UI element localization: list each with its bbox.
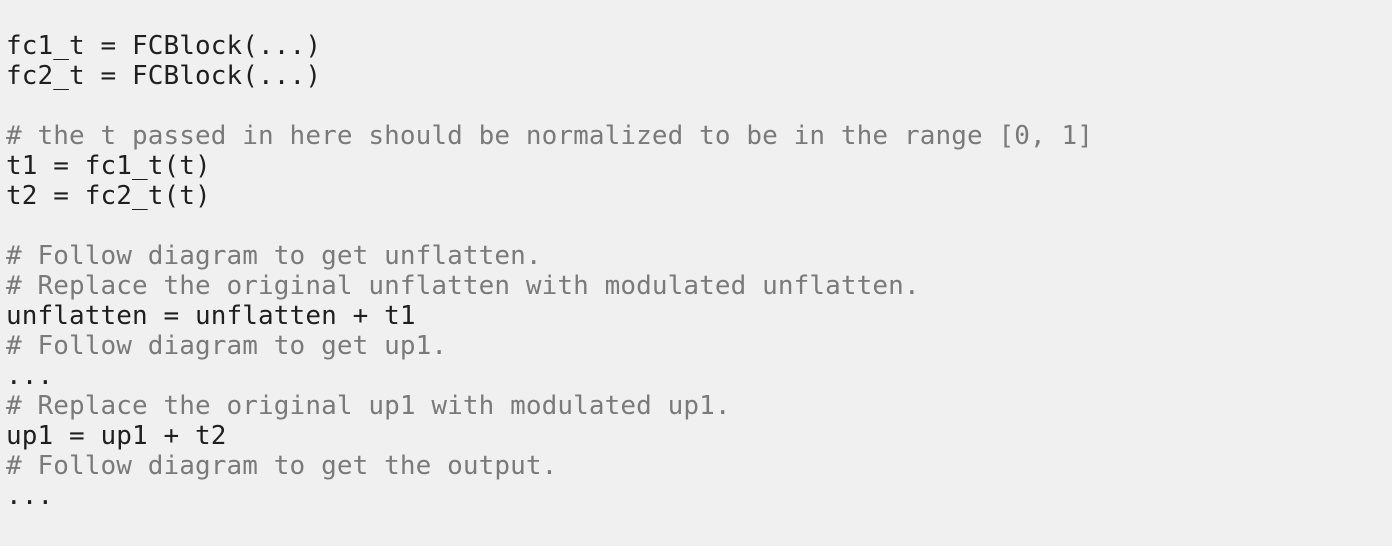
code-line-up1: up1 = up1 + t2 (6, 421, 227, 451)
code-line-fc1-t: fc1_t = FCBlock(...) (6, 31, 322, 61)
code-line-ellipsis: ... (6, 481, 54, 511)
code-line-fc2-t: fc2_t = FCBlock(...) (6, 61, 322, 91)
code-comment-get-output: # Follow diagram to get the output. (6, 451, 558, 481)
code-line-t1: t1 = fc1_t(t) (6, 151, 211, 181)
code-comment-normalize-t: # the t passed in here should be normali… (6, 121, 1093, 151)
code-line-unflatten: unflatten = unflatten + t1 (6, 301, 416, 331)
code-comment-replace-up1: # Replace the original up1 with modulate… (6, 391, 731, 421)
code-blank-line (6, 91, 1392, 121)
code-line-ellipsis: ... (6, 361, 54, 391)
code-comment-replace-unflatten: # Replace the original unflatten with mo… (6, 271, 920, 301)
code-blank-line (6, 211, 1392, 241)
code-line-t2: t2 = fc2_t(t) (6, 181, 211, 211)
code-comment-get-up1: # Follow diagram to get up1. (6, 331, 448, 361)
code-comment-get-unflatten: # Follow diagram to get unflatten. (6, 241, 542, 271)
